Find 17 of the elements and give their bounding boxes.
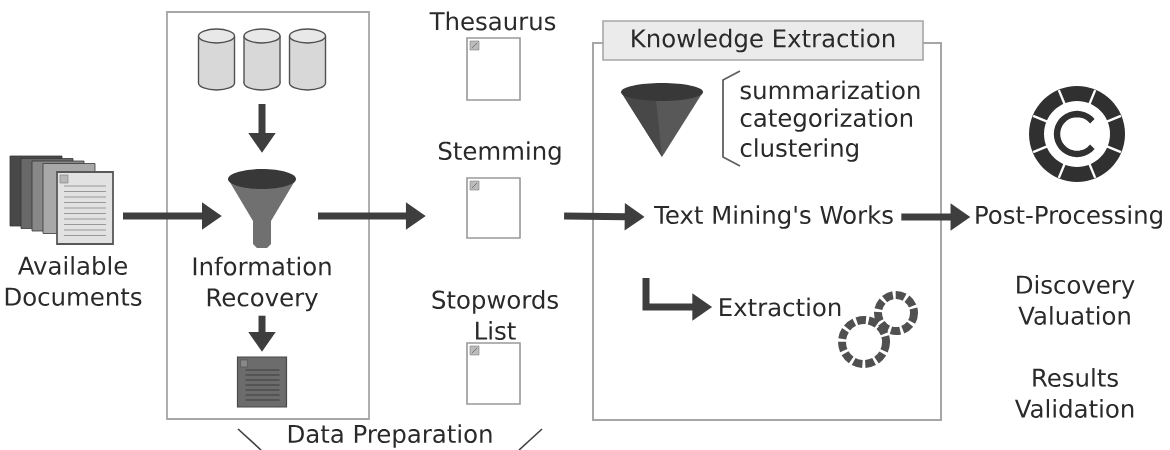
note: Discovery Valuation	[1017, 275, 1135, 325]
step-label: Stemming	[438, 141, 561, 165]
database-icon	[197, 28, 327, 91]
step-label: Thesaurus	[429, 11, 556, 31]
document-icon	[236, 356, 288, 408]
group-label: Data Preparation	[288, 424, 492, 448]
step-label: Stopwords List	[432, 290, 558, 340]
step-label: Available Documents	[5, 256, 142, 306]
list-item: summarization	[740, 80, 920, 100]
step-label: Text Mining's Works	[654, 205, 893, 229]
list-item: clustering	[740, 138, 858, 162]
step-label: Information Recovery	[193, 256, 331, 312]
step-label: Extraction	[720, 297, 841, 317]
frame-box	[166, 11, 370, 420]
step-label: Post-Processing	[976, 205, 1162, 229]
note: Results Validation	[1014, 368, 1134, 418]
list-item: categorization	[740, 108, 913, 132]
